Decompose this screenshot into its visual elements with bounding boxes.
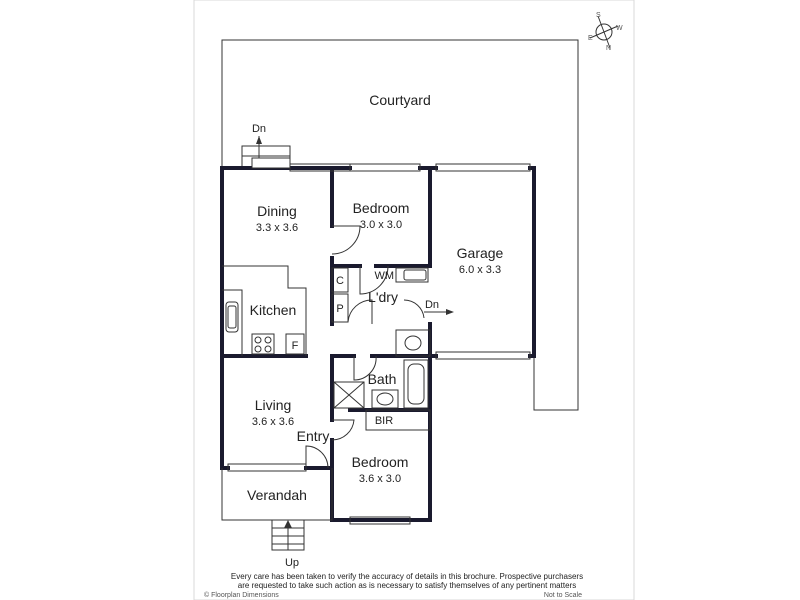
dining-dimensions: 3.3 x 3.6: [256, 222, 298, 234]
disclaimer-line-1: Every care has been taken to verify the …: [231, 572, 583, 581]
compass-e: E: [588, 35, 593, 42]
dining-label: Dining: [257, 203, 297, 219]
doors: [305, 225, 425, 469]
cupboard-label: C: [336, 275, 344, 287]
compass-w: W: [616, 25, 623, 32]
brand-label: © Floorplan Dimensions: [204, 591, 279, 599]
fridge-label: F: [292, 340, 299, 352]
bath-fixtures: [333, 359, 431, 431]
bedroom2-dimensions: 3.6 x 3.0: [359, 473, 401, 485]
washing-machine-label: WM: [374, 270, 394, 282]
laundry-label: L'dry: [368, 289, 398, 305]
living-label: Living: [255, 397, 292, 413]
disclaimer-line-2: are requested to take such action as is …: [238, 581, 576, 590]
compass-n: N: [606, 45, 611, 52]
down-arrow-laundry-icon: [446, 309, 454, 315]
entry-label: Entry: [297, 428, 330, 444]
up-label: Up: [285, 557, 299, 569]
kitchen-label: Kitchen: [250, 302, 297, 318]
bedroom1-dimensions: 3.0 x 3.0: [360, 219, 402, 231]
verandah-label: Verandah: [247, 487, 307, 503]
up-arrow-icon: [284, 520, 292, 528]
bedroom2-label: Bedroom: [352, 454, 409, 470]
laundry-cupboards: [331, 267, 431, 357]
verandah-outline: [221, 468, 333, 551]
courtyard-boundary: [221, 39, 579, 411]
garage-dimensions: 6.0 x 3.3: [459, 264, 501, 276]
windows: [227, 157, 531, 525]
dn-laundry-label: Dn: [425, 299, 439, 311]
compass-s: S: [596, 12, 601, 19]
scale-note: Not to Scale: [544, 592, 582, 599]
bir-label: BIR: [375, 415, 393, 427]
page-frame: [193, 0, 635, 600]
garage-label: Garage: [457, 245, 504, 261]
compass-icon: [589, 15, 619, 49]
pantry-label: P: [336, 303, 343, 315]
bedroom1-label: Bedroom: [353, 200, 410, 216]
kitchen-bench: [222, 265, 307, 356]
living-dimensions: 3.6 x 3.6: [252, 416, 294, 428]
bath-label: Bath: [368, 371, 397, 387]
courtyard-label: Courtyard: [369, 92, 430, 108]
dn-top-label: Dn: [252, 123, 266, 135]
